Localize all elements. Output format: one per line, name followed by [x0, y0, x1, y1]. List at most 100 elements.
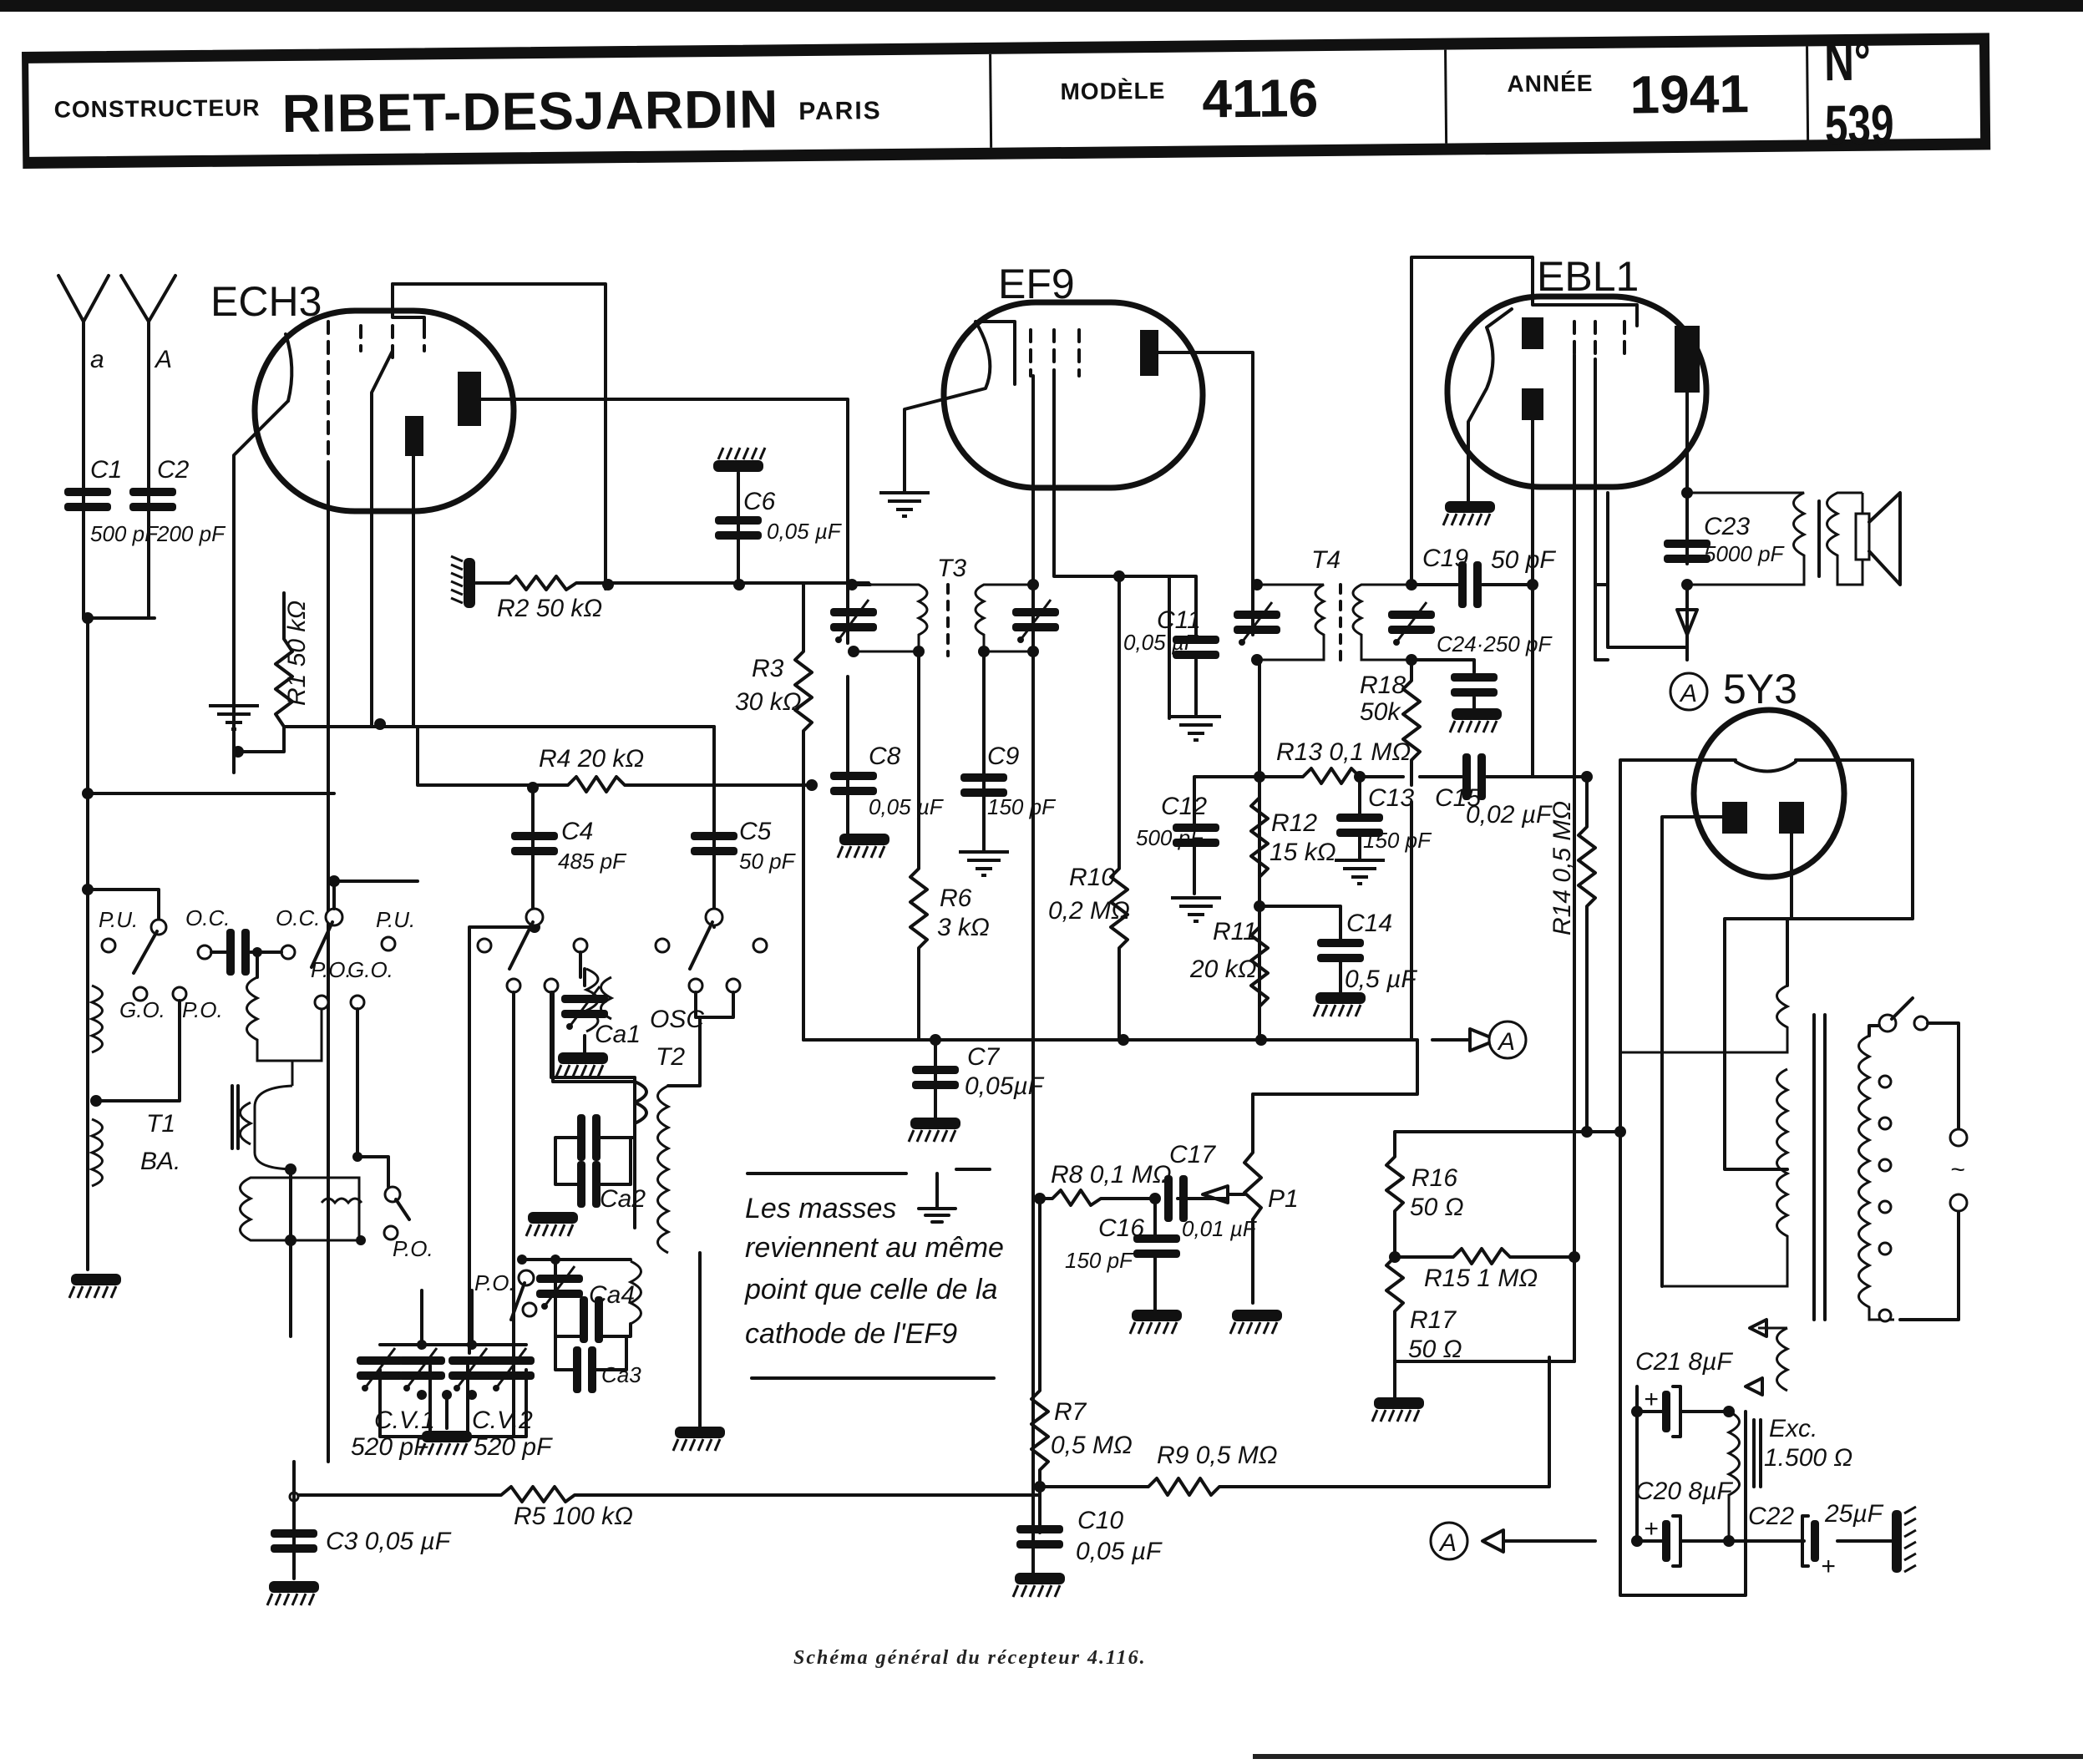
voltage-tap[interactable] — [1878, 1241, 1893, 1256]
switch-contact[interactable] — [100, 937, 117, 954]
voltage-tap[interactable] — [1878, 1199, 1893, 1214]
r1-label: R1 50 kΩ — [283, 601, 311, 706]
c6-label: C6 — [743, 488, 776, 515]
c15-value: 0,02 µF — [1466, 801, 1553, 829]
5y3-label: 5Y3 — [1723, 666, 1797, 712]
c17-label: C17 — [1169, 1141, 1216, 1168]
figure-caption: Schéma général du récepteur 4.116. — [793, 1647, 1147, 1669]
antenna-A — [119, 274, 177, 620]
r16-label: R16 — [1411, 1164, 1457, 1192]
5y3-anode-2 — [1779, 802, 1804, 834]
c4-label: C4 — [561, 818, 593, 845]
r12-value: 15 kΩ — [1270, 839, 1336, 866]
junction — [328, 875, 340, 887]
ebl1-diode-anode-1 — [1522, 317, 1543, 349]
c16-label: C16 — [1098, 1214, 1144, 1242]
node-a-marker — [1429, 1521, 1469, 1561]
c19-label: C19 — [1422, 545, 1468, 572]
mains-terminal[interactable] — [1949, 1128, 1969, 1148]
switch-contact[interactable] — [476, 937, 493, 954]
c2-value: 200 pF — [156, 521, 226, 546]
power-switch-contact[interactable] — [1913, 1015, 1929, 1032]
power-transformer-secondaries — [1620, 984, 1791, 1392]
c7-label: C7 — [967, 1043, 1001, 1071]
r6-value: 3 kΩ — [937, 914, 990, 941]
ca2-label: Ca2 — [600, 1185, 646, 1213]
switch-contact-active[interactable] — [525, 907, 545, 927]
c3-label: C3 0,05 µF — [326, 1528, 452, 1555]
ground-icon — [672, 1425, 727, 1452]
mains-terminal[interactable] — [1949, 1193, 1969, 1213]
c10-value: 0,05 µF — [1076, 1538, 1163, 1565]
voltage-tap[interactable] — [1878, 1116, 1893, 1131]
switch-contact[interactable] — [132, 986, 149, 1002]
switch-contact[interactable] — [313, 994, 330, 1011]
junction — [285, 1234, 296, 1246]
t2-label: T2 — [656, 1043, 685, 1071]
switch-contact-active[interactable] — [324, 907, 344, 927]
junction — [467, 1390, 477, 1400]
c20-electrolytic — [1662, 1514, 1682, 1568]
switch-contact[interactable] — [543, 977, 560, 994]
switch-contact[interactable] — [654, 937, 671, 954]
voltage-tap[interactable] — [1878, 1308, 1893, 1323]
switch-contact-active[interactable] — [704, 907, 724, 927]
t4-primary-trimmer — [1234, 602, 1280, 646]
r11-label: R11 — [1213, 918, 1257, 945]
switch-contact[interactable] — [505, 977, 522, 994]
switch-contact[interactable] — [280, 944, 296, 961]
switch-contact-active[interactable] — [150, 918, 168, 936]
input-coil-go — [239, 1176, 361, 1242]
voltage-tap[interactable] — [1878, 1158, 1893, 1173]
switch-contact-active[interactable] — [517, 1269, 535, 1287]
switch-contact[interactable] — [572, 937, 589, 954]
switch-contact[interactable] — [521, 1301, 538, 1318]
plus-sign: + — [1644, 1386, 1659, 1413]
c19-value: 50 pF — [1491, 546, 1556, 574]
junction — [806, 779, 818, 791]
osc-coil-po — [627, 1260, 642, 1326]
switch-contact[interactable] — [380, 935, 397, 952]
c22-value: 25µF — [1824, 1500, 1884, 1528]
ground-icon — [1229, 1308, 1284, 1336]
switch-contact[interactable] — [196, 944, 213, 961]
c14-capacitor — [1317, 939, 1364, 962]
c2-label: C2 — [157, 456, 190, 484]
ground-icon — [907, 1116, 962, 1143]
r8-label: R8 0,1 MΩ — [1051, 1161, 1172, 1189]
ground-icon — [68, 1272, 123, 1300]
switch-contact[interactable] — [687, 977, 704, 994]
ground-icon — [266, 1579, 321, 1607]
bottom-border — [1253, 1754, 2083, 1759]
c20-label: C20 8µF — [1635, 1478, 1733, 1505]
voltage-tap[interactable] — [1878, 1074, 1893, 1089]
ground-icon — [836, 832, 891, 859]
c23-value: 5000 pF — [1704, 541, 1786, 566]
r7-label: R7 — [1054, 1398, 1087, 1426]
input-coil-po — [239, 1101, 254, 1146]
switch-label-go: G.O. — [347, 957, 393, 982]
switch-contact[interactable] — [752, 937, 768, 954]
c22-electrolytic — [1801, 1514, 1819, 1568]
c23-label: C23 — [1704, 513, 1750, 540]
switch-contact[interactable] — [383, 1224, 399, 1241]
power-transformer-primary — [1857, 1034, 1894, 1321]
t3-primary-trimmer — [830, 600, 877, 643]
switch-label-po: P.O. — [311, 957, 352, 982]
c1-label: C1 — [90, 456, 122, 484]
ground-icon — [449, 555, 477, 610]
ground-icon — [1448, 707, 1503, 734]
switch-contact[interactable] — [725, 977, 742, 994]
t1-sub: BA. — [140, 1148, 180, 1175]
switch-label-oc: O.C. — [276, 905, 320, 930]
r4-label: R4 20 kΩ — [539, 745, 644, 773]
antenna-A-label: A — [154, 346, 172, 373]
r13-label: R13 0,1 MΩ — [1276, 738, 1411, 766]
junction — [846, 579, 858, 591]
switch-contact[interactable] — [349, 994, 366, 1011]
field-coil — [1726, 1410, 1741, 1541]
r11-value: 20 kΩ — [1189, 956, 1257, 983]
c2-capacitor — [129, 488, 176, 511]
junction — [417, 1340, 427, 1350]
